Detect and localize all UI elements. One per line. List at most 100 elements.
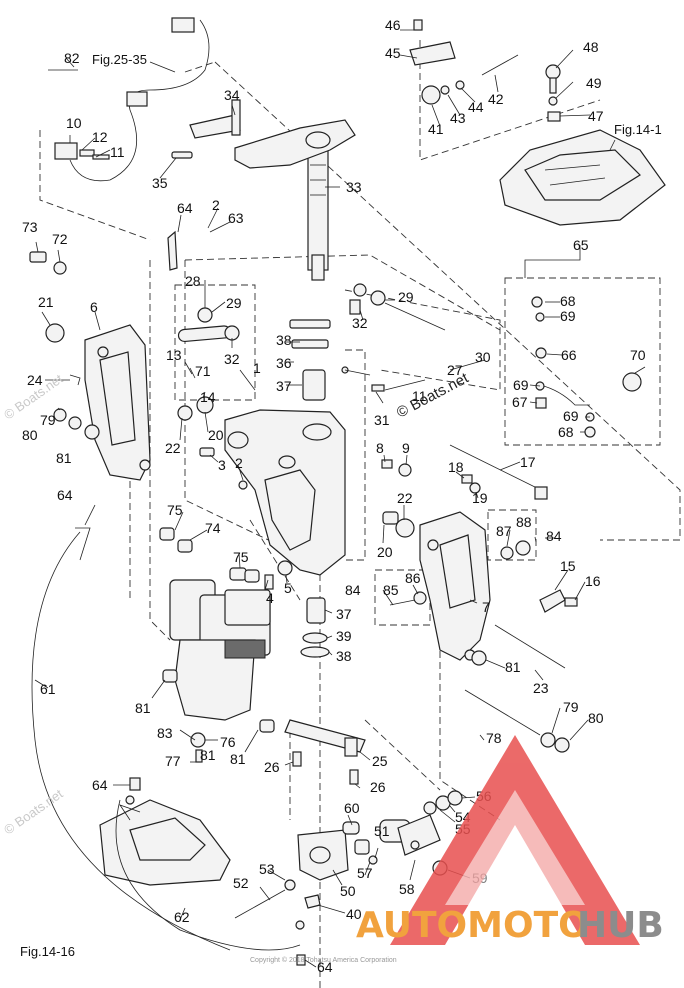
callout: 16 bbox=[585, 573, 601, 589]
callout: 26 bbox=[264, 759, 280, 775]
callout: 79 bbox=[40, 412, 56, 428]
callout: 5 bbox=[284, 580, 292, 596]
callout: 64 bbox=[57, 487, 73, 503]
callout: 76 bbox=[220, 734, 236, 750]
callout: 1 bbox=[253, 360, 261, 376]
callout: 10 bbox=[66, 115, 82, 131]
callout: 79 bbox=[563, 699, 579, 715]
callout: 83 bbox=[157, 725, 173, 741]
callout: 38 bbox=[276, 332, 292, 348]
callout: 53 bbox=[259, 861, 275, 877]
lower-mount bbox=[297, 829, 349, 881]
small-parts bbox=[29, 19, 642, 966]
callout: 77 bbox=[165, 753, 181, 769]
power-trim-tilt-unit bbox=[169, 579, 271, 721]
callout: 14 bbox=[200, 389, 216, 405]
callout: 81 bbox=[135, 700, 151, 716]
callout: 84 bbox=[345, 582, 361, 598]
callout: 46 bbox=[385, 17, 401, 33]
callout: 25 bbox=[372, 753, 388, 769]
brand-text-automoto: AUTOMOTO bbox=[356, 905, 589, 946]
callout: 15 bbox=[560, 558, 576, 574]
callout: 81 bbox=[505, 659, 521, 675]
callout: 22 bbox=[397, 490, 413, 506]
callout: 58 bbox=[399, 881, 415, 897]
callout: 13 bbox=[166, 347, 182, 363]
callout: 39 bbox=[336, 628, 352, 644]
callout: 86 bbox=[405, 570, 421, 586]
callout: 37 bbox=[336, 606, 352, 622]
lower-cowling bbox=[99, 799, 231, 886]
tilt-stopper bbox=[284, 719, 366, 757]
fig-ref-14-1: Fig.14-1 bbox=[614, 122, 662, 137]
callout: 22 bbox=[165, 440, 181, 456]
callout: 69 bbox=[560, 308, 576, 324]
bracket-34 bbox=[189, 99, 241, 139]
callout: 84 bbox=[546, 528, 562, 544]
brand-text-hub: HUB bbox=[577, 905, 664, 946]
callout: 51 bbox=[374, 823, 390, 839]
watermark-center: © Boats.net bbox=[394, 369, 472, 421]
callout: 23 bbox=[533, 680, 549, 696]
callout: 80 bbox=[588, 710, 604, 726]
callout: 20 bbox=[377, 544, 393, 560]
callout: 42 bbox=[488, 91, 504, 107]
callout: 44 bbox=[468, 99, 484, 115]
clamp-bracket-right bbox=[419, 511, 491, 661]
callout: 49 bbox=[586, 75, 602, 91]
callout: 81 bbox=[56, 450, 72, 466]
callout: 75 bbox=[167, 502, 183, 518]
brand-logo-mark bbox=[390, 735, 640, 945]
callout: 68 bbox=[560, 293, 576, 309]
engine-mount-plate bbox=[499, 129, 666, 226]
callout: 4 bbox=[266, 590, 274, 606]
callout: 24 bbox=[27, 372, 43, 388]
callout: 7 bbox=[482, 599, 490, 615]
callout: 18 bbox=[448, 459, 464, 475]
callout: 71 bbox=[195, 363, 211, 379]
callout: 2 bbox=[212, 197, 220, 213]
callout: 61 bbox=[40, 681, 56, 697]
steering-shaft bbox=[307, 149, 329, 281]
callout: 64 bbox=[317, 959, 333, 975]
callout: 50 bbox=[340, 883, 356, 899]
callout: 30 bbox=[475, 349, 491, 365]
callout: 43 bbox=[450, 110, 466, 126]
callout: 69 bbox=[513, 377, 529, 393]
callout: 41 bbox=[428, 121, 444, 137]
callout: 66 bbox=[561, 347, 577, 363]
callout: 80 bbox=[22, 427, 38, 443]
callout: 38 bbox=[336, 648, 352, 664]
callout: 81 bbox=[200, 747, 216, 763]
callout: 31 bbox=[374, 412, 390, 428]
callout: 9 bbox=[402, 440, 410, 456]
callout: 37 bbox=[276, 378, 292, 394]
callout: 62 bbox=[174, 909, 190, 925]
callout: 34 bbox=[224, 87, 240, 103]
callout: 20 bbox=[208, 427, 224, 443]
cables bbox=[31, 527, 301, 951]
callout: 65 bbox=[573, 237, 589, 253]
figure-references: Fig.25-35 Fig.14-1 Fig.14-16 bbox=[20, 52, 662, 959]
brand-wordmark: AUTOMOTO HUB bbox=[356, 905, 664, 946]
callout: 26 bbox=[370, 779, 386, 795]
callout: 88 bbox=[516, 514, 532, 530]
callout: 36 bbox=[276, 355, 292, 371]
callout: 32 bbox=[224, 351, 240, 367]
callout: 21 bbox=[38, 294, 54, 310]
callout: 8 bbox=[376, 440, 384, 456]
callout: 52 bbox=[233, 875, 249, 891]
callout: 3 bbox=[218, 457, 226, 473]
callout: 82 bbox=[64, 50, 80, 66]
callout: 60 bbox=[344, 800, 360, 816]
callout: 85 bbox=[383, 582, 399, 598]
wire-harness bbox=[54, 17, 210, 182]
callout: 11 bbox=[110, 144, 125, 160]
callout: 17 bbox=[520, 454, 536, 470]
clamp-bracket-left bbox=[84, 324, 151, 481]
callout: 33 bbox=[346, 179, 362, 195]
fig-ref-14-16: Fig.14-16 bbox=[20, 944, 75, 959]
copyright-text: Copyright © 2018 Tohatsu America Corpora… bbox=[250, 956, 397, 964]
callout: 70 bbox=[630, 347, 646, 363]
